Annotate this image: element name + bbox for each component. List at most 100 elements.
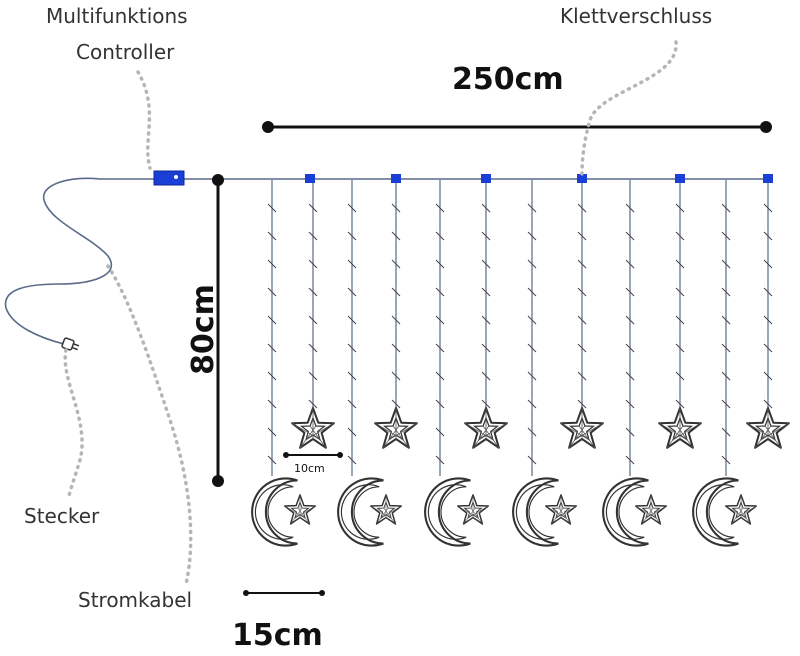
led-bulb <box>577 259 587 269</box>
led-bulb <box>625 455 635 465</box>
led-bulb <box>625 203 635 213</box>
led-bulb <box>675 315 685 325</box>
led-bulb <box>481 287 491 297</box>
led-bulb <box>308 399 318 409</box>
width-dimension-end <box>262 121 274 133</box>
led-bulb <box>675 203 685 213</box>
curtain-wires <box>4 170 773 476</box>
led-bulb <box>675 343 685 353</box>
led-bulb <box>435 455 445 465</box>
controller-label-line2: Controller <box>76 40 175 64</box>
star-icon <box>283 494 317 525</box>
controller-label-line1: Multifunktions <box>46 4 188 28</box>
controller-button <box>174 175 178 179</box>
led-bulb <box>577 203 587 213</box>
led-bulb <box>527 343 537 353</box>
led-bulb <box>308 259 318 269</box>
star-icon <box>544 494 578 525</box>
led-bulb <box>435 203 445 213</box>
star-size-end <box>283 452 289 458</box>
led-bulb <box>347 203 357 213</box>
led-bulb <box>347 315 357 325</box>
controller-callout <box>136 70 152 170</box>
led-bulb <box>763 371 773 381</box>
moon-icon <box>251 477 299 547</box>
led-bulb <box>308 343 318 353</box>
star-icon <box>560 407 604 449</box>
led-bulb <box>577 287 587 297</box>
dimension-lines <box>212 121 772 596</box>
led-bulb <box>267 455 277 465</box>
led-bulb <box>721 231 731 241</box>
led-bulb <box>347 343 357 353</box>
led-bulb <box>625 287 635 297</box>
led-bulb <box>435 287 445 297</box>
led-bulb <box>308 315 318 325</box>
width-dimension-end <box>760 121 772 133</box>
led-bulb <box>267 231 277 241</box>
led-bulb <box>675 259 685 269</box>
led-bulb <box>577 231 587 241</box>
led-bulb <box>308 203 318 213</box>
cable-callout <box>106 264 193 586</box>
led-bulb <box>721 315 731 325</box>
led-bulb <box>625 231 635 241</box>
led-bulb <box>347 455 357 465</box>
led-bulbs <box>267 203 773 465</box>
velcro-clip-icon <box>675 174 685 183</box>
led-bulb <box>435 371 445 381</box>
led-bulb <box>267 343 277 353</box>
width-dimension-label: 250cm <box>452 62 564 97</box>
velcro-clip-icon <box>481 174 491 183</box>
led-bulb <box>481 399 491 409</box>
led-bulb <box>527 455 537 465</box>
led-bulb <box>267 203 277 213</box>
moon-icon <box>337 477 385 547</box>
led-bulb <box>625 399 635 409</box>
led-bulb <box>527 315 537 325</box>
star-icon <box>724 494 758 525</box>
star-icon <box>456 494 490 525</box>
led-bulb <box>435 343 445 353</box>
led-bulb <box>347 427 357 437</box>
height-dimension-label: 80cm <box>185 284 221 375</box>
led-bulb <box>625 343 635 353</box>
plug-label: Stecker <box>24 504 100 528</box>
led-bulb <box>527 399 537 409</box>
callout-lines <box>63 40 678 586</box>
led-bulb <box>721 371 731 381</box>
velcro-clip-icon <box>577 174 587 183</box>
led-bulb <box>763 203 773 213</box>
velcro-clip-icon <box>763 174 773 183</box>
led-bulb <box>675 231 685 241</box>
led-bulb <box>721 203 731 213</box>
star-icon <box>634 494 668 525</box>
led-bulb <box>267 399 277 409</box>
led-bulb <box>267 287 277 297</box>
led-bulb <box>577 399 587 409</box>
led-bulb <box>577 371 587 381</box>
led-bulb <box>481 231 491 241</box>
led-bulb <box>391 315 401 325</box>
led-bulb <box>435 315 445 325</box>
star-icon <box>658 407 702 449</box>
led-bulb <box>435 231 445 241</box>
moon-icon <box>692 477 740 547</box>
led-bulb <box>435 259 445 269</box>
moon-icon <box>512 477 560 547</box>
led-bulb <box>763 315 773 325</box>
led-bulb <box>391 259 401 269</box>
led-bulb <box>481 203 491 213</box>
led-bulb <box>625 427 635 437</box>
led-bulb <box>763 399 773 409</box>
led-bulb <box>347 399 357 409</box>
led-bulb <box>481 343 491 353</box>
ornaments <box>251 407 790 547</box>
star-icon <box>746 407 790 449</box>
led-bulb <box>391 371 401 381</box>
star-icon <box>291 407 335 449</box>
led-bulb <box>527 427 537 437</box>
led-bulb <box>267 427 277 437</box>
led-bulb <box>625 315 635 325</box>
spacing-dimension-label: 15cm <box>232 618 323 653</box>
